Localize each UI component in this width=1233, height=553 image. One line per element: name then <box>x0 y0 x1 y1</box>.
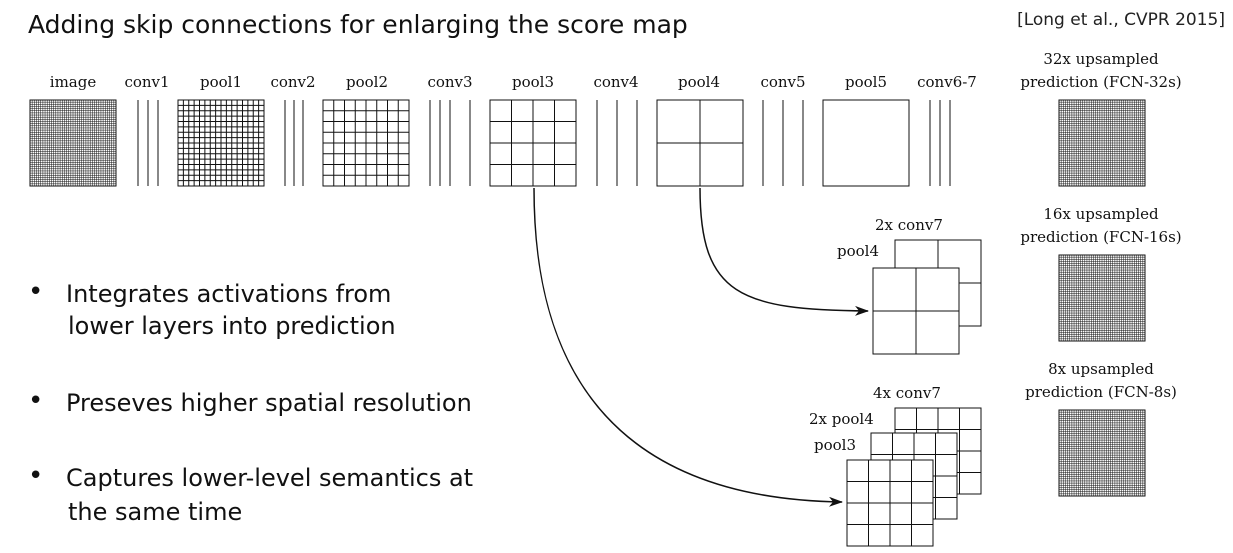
fcn8s-output-grid <box>1058 409 1146 497</box>
pool3-skip-arrow <box>533 187 843 507</box>
fcn8-pool3-label: pool3 <box>814 436 856 454</box>
pool4-grid <box>656 99 744 187</box>
pool1-grid <box>177 99 265 187</box>
pool3-grid <box>489 99 577 187</box>
fcn8-pool3-grid <box>846 459 934 547</box>
prediction-8s-line2: prediction (FCN-8s) <box>1025 383 1177 401</box>
prediction-8s-line1: 8x upsampled <box>1048 360 1154 378</box>
layer-label-conv3: conv3 <box>427 73 472 91</box>
fcn8-conv7-label: 4x conv7 <box>873 384 941 402</box>
layer-label-pool2: pool2 <box>346 73 388 91</box>
layer-label-pool5: pool5 <box>845 73 887 91</box>
bullet-dot: • <box>28 277 44 307</box>
pool4-skip-arrow <box>699 187 869 316</box>
layer-label-image: image <box>50 73 97 91</box>
layer-label-conv2: conv2 <box>270 73 315 91</box>
image-grid <box>29 99 117 187</box>
prediction-32s-line2: prediction (FCN-32s) <box>1020 73 1181 91</box>
layer-label-pool4: pool4 <box>678 73 720 91</box>
layer-label-pool1: pool1 <box>200 73 242 91</box>
layer-label-pool3: pool3 <box>512 73 554 91</box>
slide-title: Adding skip connections for enlarging th… <box>28 10 688 39</box>
fcn16s-output-grid <box>1058 254 1146 342</box>
bullet-dot: • <box>28 386 44 416</box>
fcn16-conv7-label: 2x conv7 <box>875 216 943 234</box>
bullet-dot: • <box>28 461 44 491</box>
layer-label-conv5: conv5 <box>760 73 805 91</box>
pool2-grid <box>322 99 410 187</box>
prediction-32s-line1: 32x upsampled <box>1043 50 1159 68</box>
bullet-3-line2: the same time <box>68 498 243 526</box>
layer-label-conv4: conv4 <box>593 73 638 91</box>
bullet-3-line1: Captures lower-level semantics at <box>66 464 474 492</box>
bullet-1-line2: lower layers into prediction <box>68 312 396 340</box>
fcn8-pool4-label: 2x pool4 <box>809 410 874 428</box>
fcn32s-output-grid <box>1058 99 1146 187</box>
fcn16-pool4-grid <box>872 267 960 355</box>
prediction-16s-line1: 16x upsampled <box>1043 205 1159 223</box>
layer-label-conv6-7: conv6-7 <box>917 73 977 91</box>
bullet-1-line1: Integrates activations from <box>66 280 392 308</box>
pool5-grid <box>822 99 910 187</box>
prediction-16s-line2: prediction (FCN-16s) <box>1020 228 1181 246</box>
citation: [Long et al., CVPR 2015] <box>1017 10 1225 30</box>
layer-label-conv1: conv1 <box>124 73 169 91</box>
bullet-2-line1: Preseves higher spatial resolution <box>66 389 472 417</box>
fcn16-pool4-label: pool4 <box>837 242 879 260</box>
